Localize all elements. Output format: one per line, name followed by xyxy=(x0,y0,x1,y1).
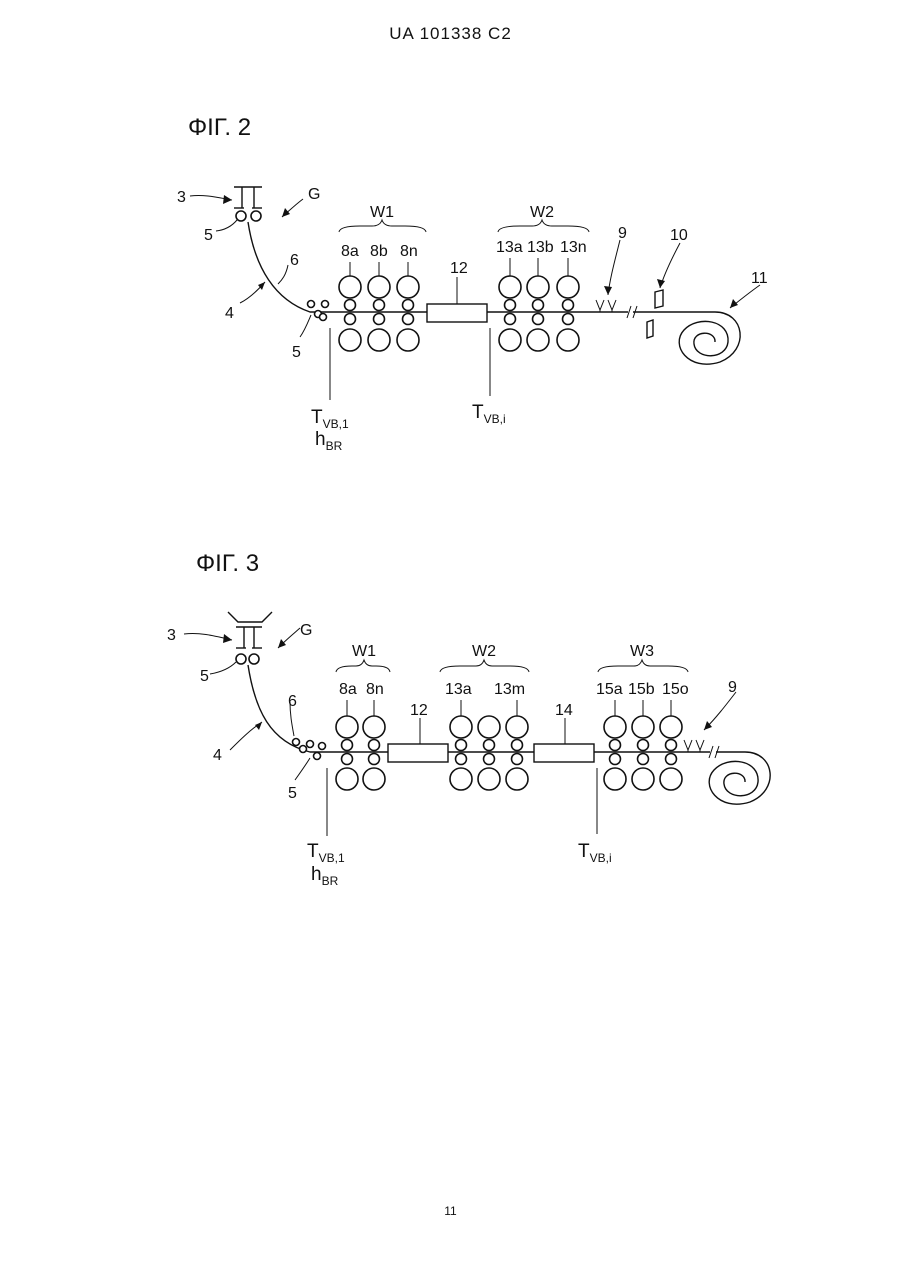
fig2-stand-8b xyxy=(368,276,390,351)
fig3-label-15b: 15b xyxy=(628,681,655,698)
fig2-bracket-w2 xyxy=(498,220,589,232)
fig3-label-W1: W1 xyxy=(352,643,376,660)
fig2-mould xyxy=(234,187,262,208)
fig2-stand-13n xyxy=(557,276,579,351)
fig2-label-12: 12 xyxy=(450,260,468,277)
fig2-label-9: 9 xyxy=(618,225,627,242)
fig3-break-mark xyxy=(709,746,719,758)
fig2-stand-13b xyxy=(527,276,549,351)
fig3-bend-roll xyxy=(300,746,307,753)
fig2-shear-10 xyxy=(647,290,663,338)
fig3-tvb1-label: TVB,1 xyxy=(307,841,345,865)
fig3-stand-15o xyxy=(660,716,682,790)
page-number: 11 xyxy=(0,1204,901,1218)
fig3-label-6: 6 xyxy=(288,693,297,710)
fig3-label-W3: W3 xyxy=(630,643,654,660)
fig2-label-W1: W1 xyxy=(370,204,394,221)
fig2-break-mark xyxy=(627,306,637,318)
fig2-label-13a: 13a xyxy=(496,239,523,256)
fig3-coil xyxy=(709,752,770,804)
fig3-tundish xyxy=(228,612,272,622)
fig3-label-W2: W2 xyxy=(472,643,496,660)
fig3-stand-15a xyxy=(604,716,626,790)
fig3-label-8a: 8a xyxy=(339,681,357,698)
fig3-stand-15b xyxy=(632,716,654,790)
fig2-label-8b: 8b xyxy=(370,243,388,260)
fig2-label-6: 6 xyxy=(290,252,299,269)
fig2-label-8a: 8a xyxy=(341,243,359,260)
fig2-label-3: 3 xyxy=(177,189,186,206)
fig2-strand xyxy=(248,222,628,312)
fig2-label-5-top: 5 xyxy=(204,227,213,244)
fig3-label-5-bottom: 5 xyxy=(288,785,297,802)
fig2-stand-8a xyxy=(339,276,361,351)
fig3-guide-roll-left xyxy=(236,654,246,664)
fig3-label-15a: 15a xyxy=(596,681,623,698)
fig2-bend-roll xyxy=(320,314,327,321)
figure-3-diagram: 3 5 G 4 6 5 W1 W2 W3 8a 8n 12 13a 13m 14… xyxy=(167,612,770,888)
fig2-coil-11 xyxy=(679,312,740,364)
fig3-bracket-w1 xyxy=(336,660,390,672)
fig2-label-13n: 13n xyxy=(560,239,587,256)
fig2-guide-roll-left xyxy=(236,211,246,221)
fig3-hbr-label: hBR xyxy=(311,864,339,888)
fig2-cooling-9 xyxy=(596,300,616,312)
figure-2-diagram: 3 5 G 4 6 5 W1 W2 8a 8b 8n 12 13a 13b 13… xyxy=(177,186,768,453)
fig3-stand-13m xyxy=(506,716,528,790)
fig3-heater-12 xyxy=(388,744,448,762)
fig3-label-5-top: 5 xyxy=(200,668,209,685)
fig3-label-G: G xyxy=(300,622,312,639)
fig2-label-13b: 13b xyxy=(527,239,554,256)
fig2-label-W2: W2 xyxy=(530,204,554,221)
fig3-bend-roll xyxy=(293,739,300,746)
fig3-stand-8n xyxy=(363,716,385,790)
fig3-label-4: 4 xyxy=(213,747,222,764)
fig3-label-9: 9 xyxy=(728,679,737,696)
fig3-label-12: 12 xyxy=(410,702,428,719)
fig3-stand-8a xyxy=(336,716,358,790)
fig3-bracket-w3 xyxy=(598,660,688,672)
fig3-label-13a: 13a xyxy=(445,681,472,698)
fig3-bend-roll xyxy=(319,743,326,750)
fig3-bend-roll xyxy=(307,741,314,748)
fig3-heater-14 xyxy=(534,744,594,762)
fig2-guide-roll-right xyxy=(251,211,261,221)
fig2-hbr-label: hBR xyxy=(315,429,343,453)
fig2-label-10: 10 xyxy=(670,227,688,244)
fig2-label-5-bottom: 5 xyxy=(292,344,301,361)
fig3-label-15o: 15o xyxy=(662,681,689,698)
fig2-label-8n: 8n xyxy=(400,243,418,260)
fig2-label-4: 4 xyxy=(225,305,234,322)
fig2-bracket-w1 xyxy=(339,220,426,232)
fig2-label-G: G xyxy=(308,186,320,203)
fig3-label-8n: 8n xyxy=(366,681,384,698)
fig3-cooling-9 xyxy=(684,740,704,752)
fig3-label-3: 3 xyxy=(167,627,176,644)
fig3-guide-roll-right xyxy=(249,654,259,664)
fig3-strand xyxy=(248,665,710,752)
fig3-bend-roll xyxy=(314,753,321,760)
fig2-tvb1-label: TVB,1 xyxy=(311,407,349,431)
fig3-mould xyxy=(236,627,262,648)
fig3-label-14: 14 xyxy=(555,702,573,719)
fig2-label-11: 11 xyxy=(751,270,768,287)
fig2-heater-12 xyxy=(427,304,487,322)
fig3-stand-13a xyxy=(450,716,472,790)
fig2-stand-13a xyxy=(499,276,521,351)
fig3-bracket-w2 xyxy=(440,660,529,672)
fig3-label-13m: 13m xyxy=(494,681,525,698)
fig2-stand-8n xyxy=(397,276,419,351)
fig2-tvbi-label: TVB,i xyxy=(472,402,506,426)
fig2-bend-roll xyxy=(322,301,329,308)
fig3-stand-13b xyxy=(478,716,500,790)
fig2-bend-roll xyxy=(308,301,315,308)
fig3-tvbi-label: TVB,i xyxy=(578,841,612,865)
